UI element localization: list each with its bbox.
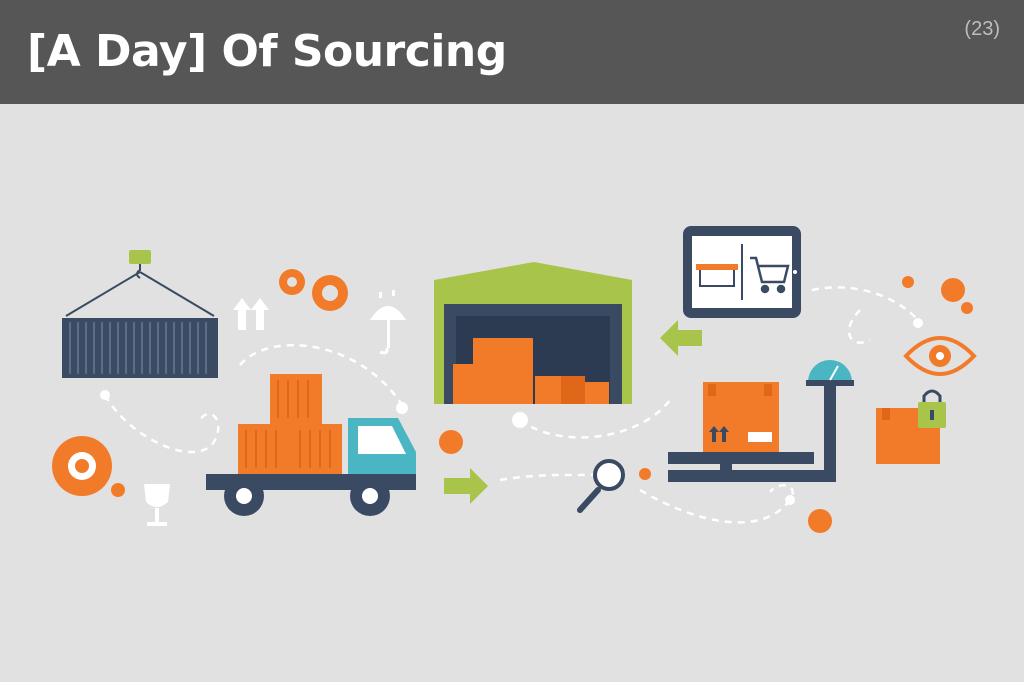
slide-title: [A Day] Of Sourcing bbox=[27, 26, 507, 77]
crane-hook-icon bbox=[129, 250, 151, 279]
truck-icon bbox=[206, 374, 416, 516]
arrow-right-icon bbox=[444, 468, 488, 504]
decorative-dots bbox=[439, 276, 973, 533]
shipping-container-icon bbox=[62, 271, 218, 378]
basket-icon bbox=[696, 264, 738, 287]
gear-icon bbox=[52, 436, 125, 497]
arrow-left-icon bbox=[660, 320, 702, 356]
slide-header: [A Day] Of Sourcing (23) bbox=[0, 0, 1024, 104]
gears-icon bbox=[279, 269, 348, 311]
sourcing-illustration bbox=[52, 226, 977, 533]
locked-box-icon bbox=[876, 389, 946, 464]
magnifier-icon bbox=[577, 459, 625, 513]
path-dots bbox=[100, 318, 923, 505]
warehouse-icon bbox=[434, 262, 632, 404]
fragile-glass-icon bbox=[144, 484, 170, 526]
tablet-shop-icon bbox=[683, 226, 801, 318]
scale-icon bbox=[668, 360, 854, 482]
dashed-path-lines bbox=[103, 286, 919, 524]
cart-icon bbox=[750, 256, 790, 294]
umbrella-icon bbox=[370, 290, 406, 355]
page-number: (23) bbox=[964, 18, 1000, 40]
package-icon bbox=[703, 382, 779, 452]
eye-icon bbox=[903, 336, 977, 376]
this-side-up-icon bbox=[233, 298, 269, 330]
